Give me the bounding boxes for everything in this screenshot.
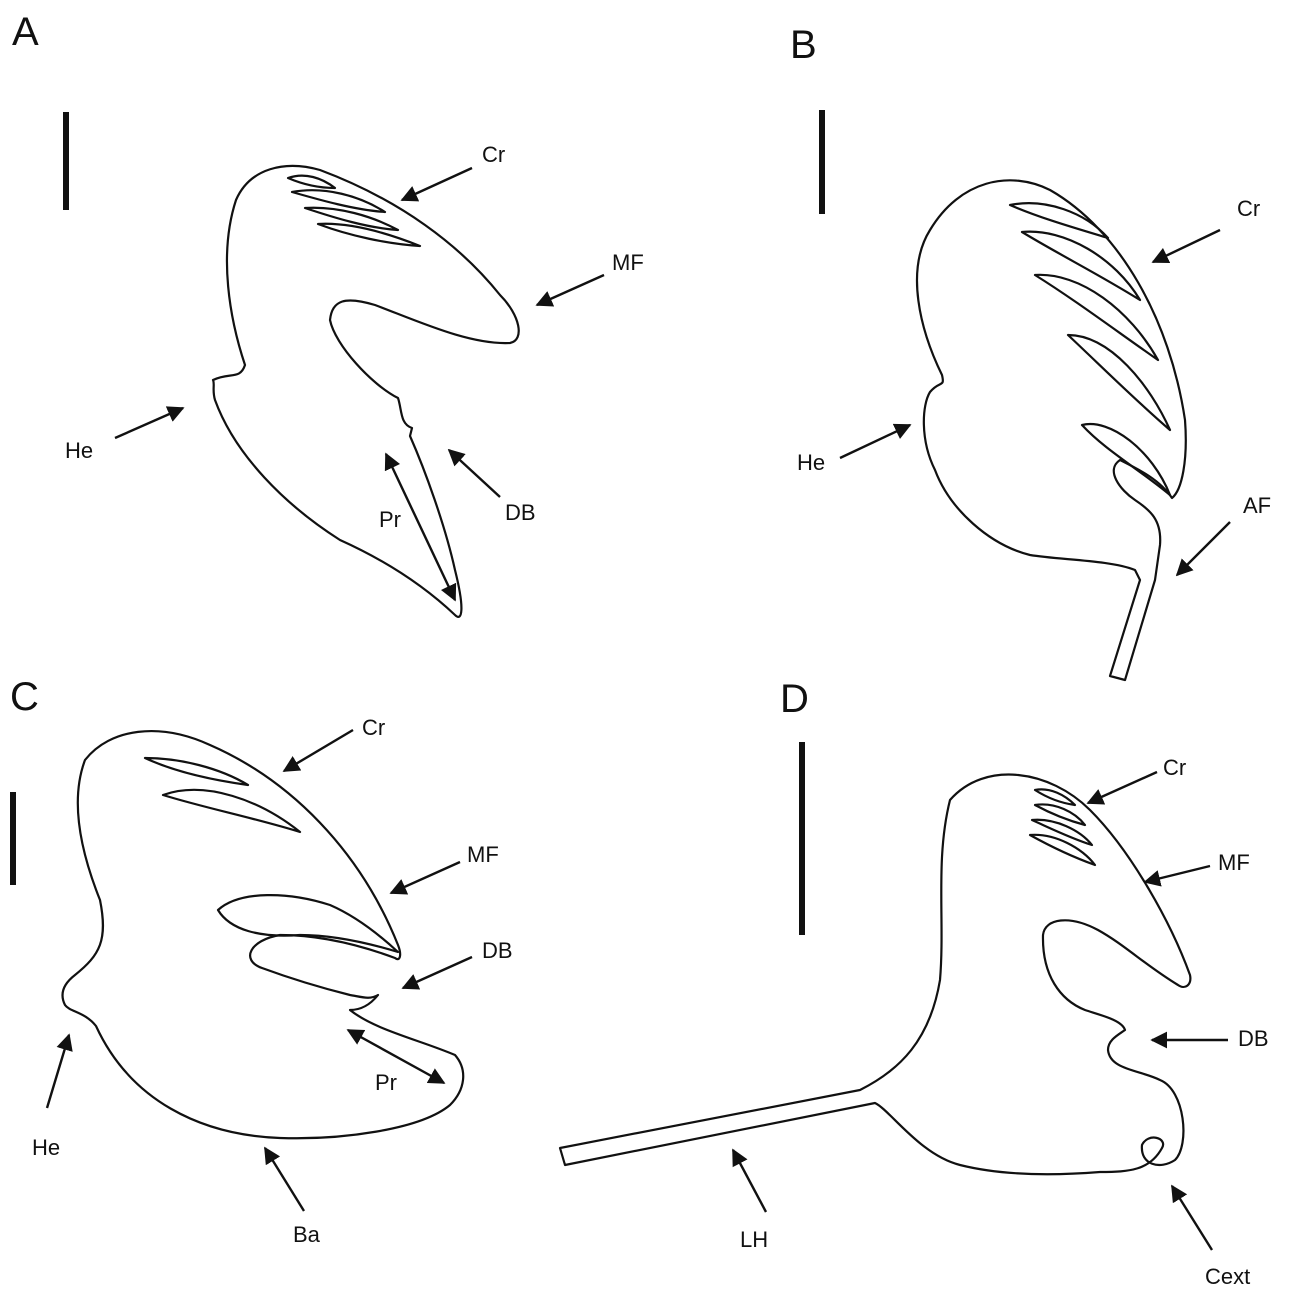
panel-c-he-arrow [47, 1035, 69, 1108]
panel-c-crests [145, 758, 398, 952]
panel-d-cext-label: Cext [1205, 1264, 1250, 1289]
panel-a-he-arrow [115, 408, 183, 438]
panel-d-crests [1030, 789, 1095, 865]
panel-d-outline [560, 775, 1190, 1175]
panel-b-crests [1010, 203, 1170, 495]
panel-d-cr-label: Cr [1163, 755, 1186, 780]
panel-a-cr-arrow [402, 168, 472, 200]
panel-b-he-arrow [840, 425, 910, 458]
panel-b-af-label: AF [1243, 493, 1271, 518]
panel-d: D Cr MF DB LH Cext [560, 677, 1269, 1289]
panel-b-cr-label: Cr [1237, 196, 1260, 221]
panel-c-cr-label: Cr [362, 715, 385, 740]
panel-c-pr-label: Pr [375, 1070, 397, 1095]
panel-a-mf-label: MF [612, 250, 644, 275]
panel-a-db-arrow [449, 450, 500, 497]
panel-d-db-label: DB [1238, 1026, 1269, 1051]
panel-c-mf-arrow [391, 862, 460, 893]
panel-a-outline [213, 166, 519, 617]
panel-a-crests [288, 176, 420, 246]
panel-d-letter: D [780, 677, 809, 721]
panel-d-mf-arrow [1145, 866, 1210, 882]
panel-c-ba-arrow [265, 1148, 304, 1211]
panel-d-lh-label: LH [740, 1227, 768, 1252]
panel-b: B Cr He AF [790, 23, 1271, 680]
panel-a-db-label: DB [505, 500, 536, 525]
panel-a-he-label: He [65, 438, 93, 463]
panel-d-cext-arrow [1172, 1186, 1212, 1250]
panel-b-cr-arrow [1153, 230, 1220, 262]
panel-c-ba-label: Ba [293, 1222, 321, 1247]
panel-d-lh-arrow [733, 1150, 766, 1212]
panel-d-mf-label: MF [1218, 850, 1250, 875]
panel-b-letter: B [790, 23, 817, 67]
panel-c: C Cr MF DB Pr He Ba [10, 675, 513, 1247]
panel-c-letter: C [10, 675, 39, 719]
panel-a-letter: A [12, 10, 39, 54]
panel-c-he-label: He [32, 1135, 60, 1160]
panel-a-mf-arrow [537, 275, 604, 305]
panel-c-cr-arrow [284, 730, 353, 771]
panel-b-af-arrow [1177, 522, 1230, 575]
panel-d-cr-arrow [1088, 772, 1157, 803]
panel-c-db-label: DB [482, 938, 513, 963]
panel-c-mf-label: MF [467, 842, 499, 867]
panel-c-db-arrow [403, 957, 472, 988]
panel-a-pr-label: Pr [379, 507, 401, 532]
panel-b-he-label: He [797, 450, 825, 475]
panel-a: A Cr MF He DB Pr [12, 10, 644, 617]
panel-a-cr-label: Cr [482, 142, 505, 167]
panel-b-outline [917, 180, 1186, 680]
